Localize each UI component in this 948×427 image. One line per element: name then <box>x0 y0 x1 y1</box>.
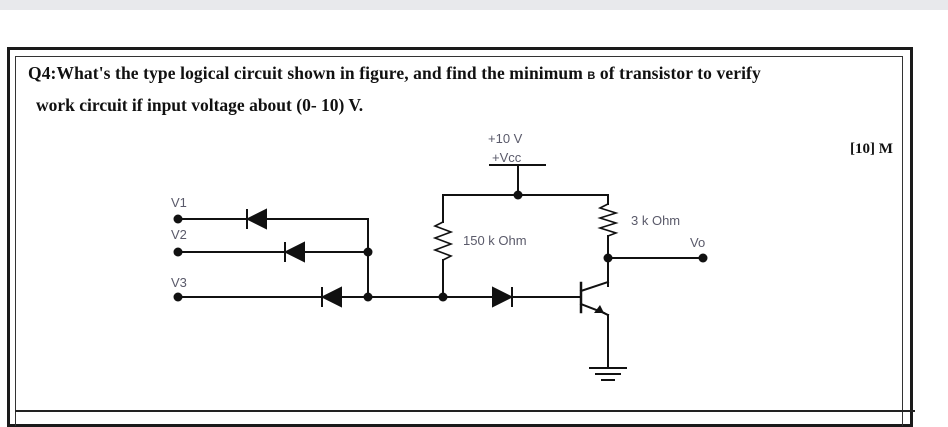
emitter-arrow <box>594 305 604 313</box>
top-band <box>0 0 948 10</box>
question-inner-frame <box>15 56 903 426</box>
diode-d3 <box>320 286 342 308</box>
diode-d1 <box>245 208 267 230</box>
question-frame <box>7 47 913 427</box>
junction-v3 <box>363 292 373 302</box>
question-text-line2: work circuit if input voltage about (0- … <box>36 95 364 115</box>
collector-resistor-zigzag <box>597 202 619 238</box>
transistor-collector-leg <box>579 280 610 293</box>
bottom-rule <box>15 410 915 412</box>
junction-base <box>438 292 448 302</box>
output-label: Vo <box>690 235 705 250</box>
supply-voltage-label: +10 V <box>488 131 523 146</box>
junction-output <box>603 253 613 263</box>
terminal-v2 <box>173 247 183 257</box>
junction-v2 <box>363 247 373 257</box>
diode-d2 <box>283 241 305 263</box>
input-label-v2: V2 <box>171 227 187 242</box>
circuit-diagram: +10 V +Vcc V1 V2 V3 150 k Ohm 3 k Ohm Vo <box>171 131 708 381</box>
beta-symbol: B <box>587 70 596 82</box>
diode-series <box>492 286 514 308</box>
vcc-label: +Vcc <box>492 150 522 165</box>
question-text-part2: of transistor to verify <box>595 63 761 83</box>
base-resistor-label: 150 k Ohm <box>463 233 527 248</box>
input-label-v1: V1 <box>171 195 187 210</box>
question-text-part1: Q4:What's the type logical circuit shown… <box>28 63 588 83</box>
terminal-v3 <box>173 292 183 302</box>
input-label-v3: V3 <box>171 275 187 290</box>
marks-label: [10] M <box>850 141 893 157</box>
base-resistor-zigzag <box>432 220 454 262</box>
collector-resistor-label: 3 k Ohm <box>631 213 680 228</box>
junction-vcc <box>513 190 523 200</box>
question-text-line1: Q4:What's the type logical circuit shown… <box>28 63 761 84</box>
terminal-v1 <box>173 214 183 224</box>
terminal-vo <box>698 253 708 263</box>
